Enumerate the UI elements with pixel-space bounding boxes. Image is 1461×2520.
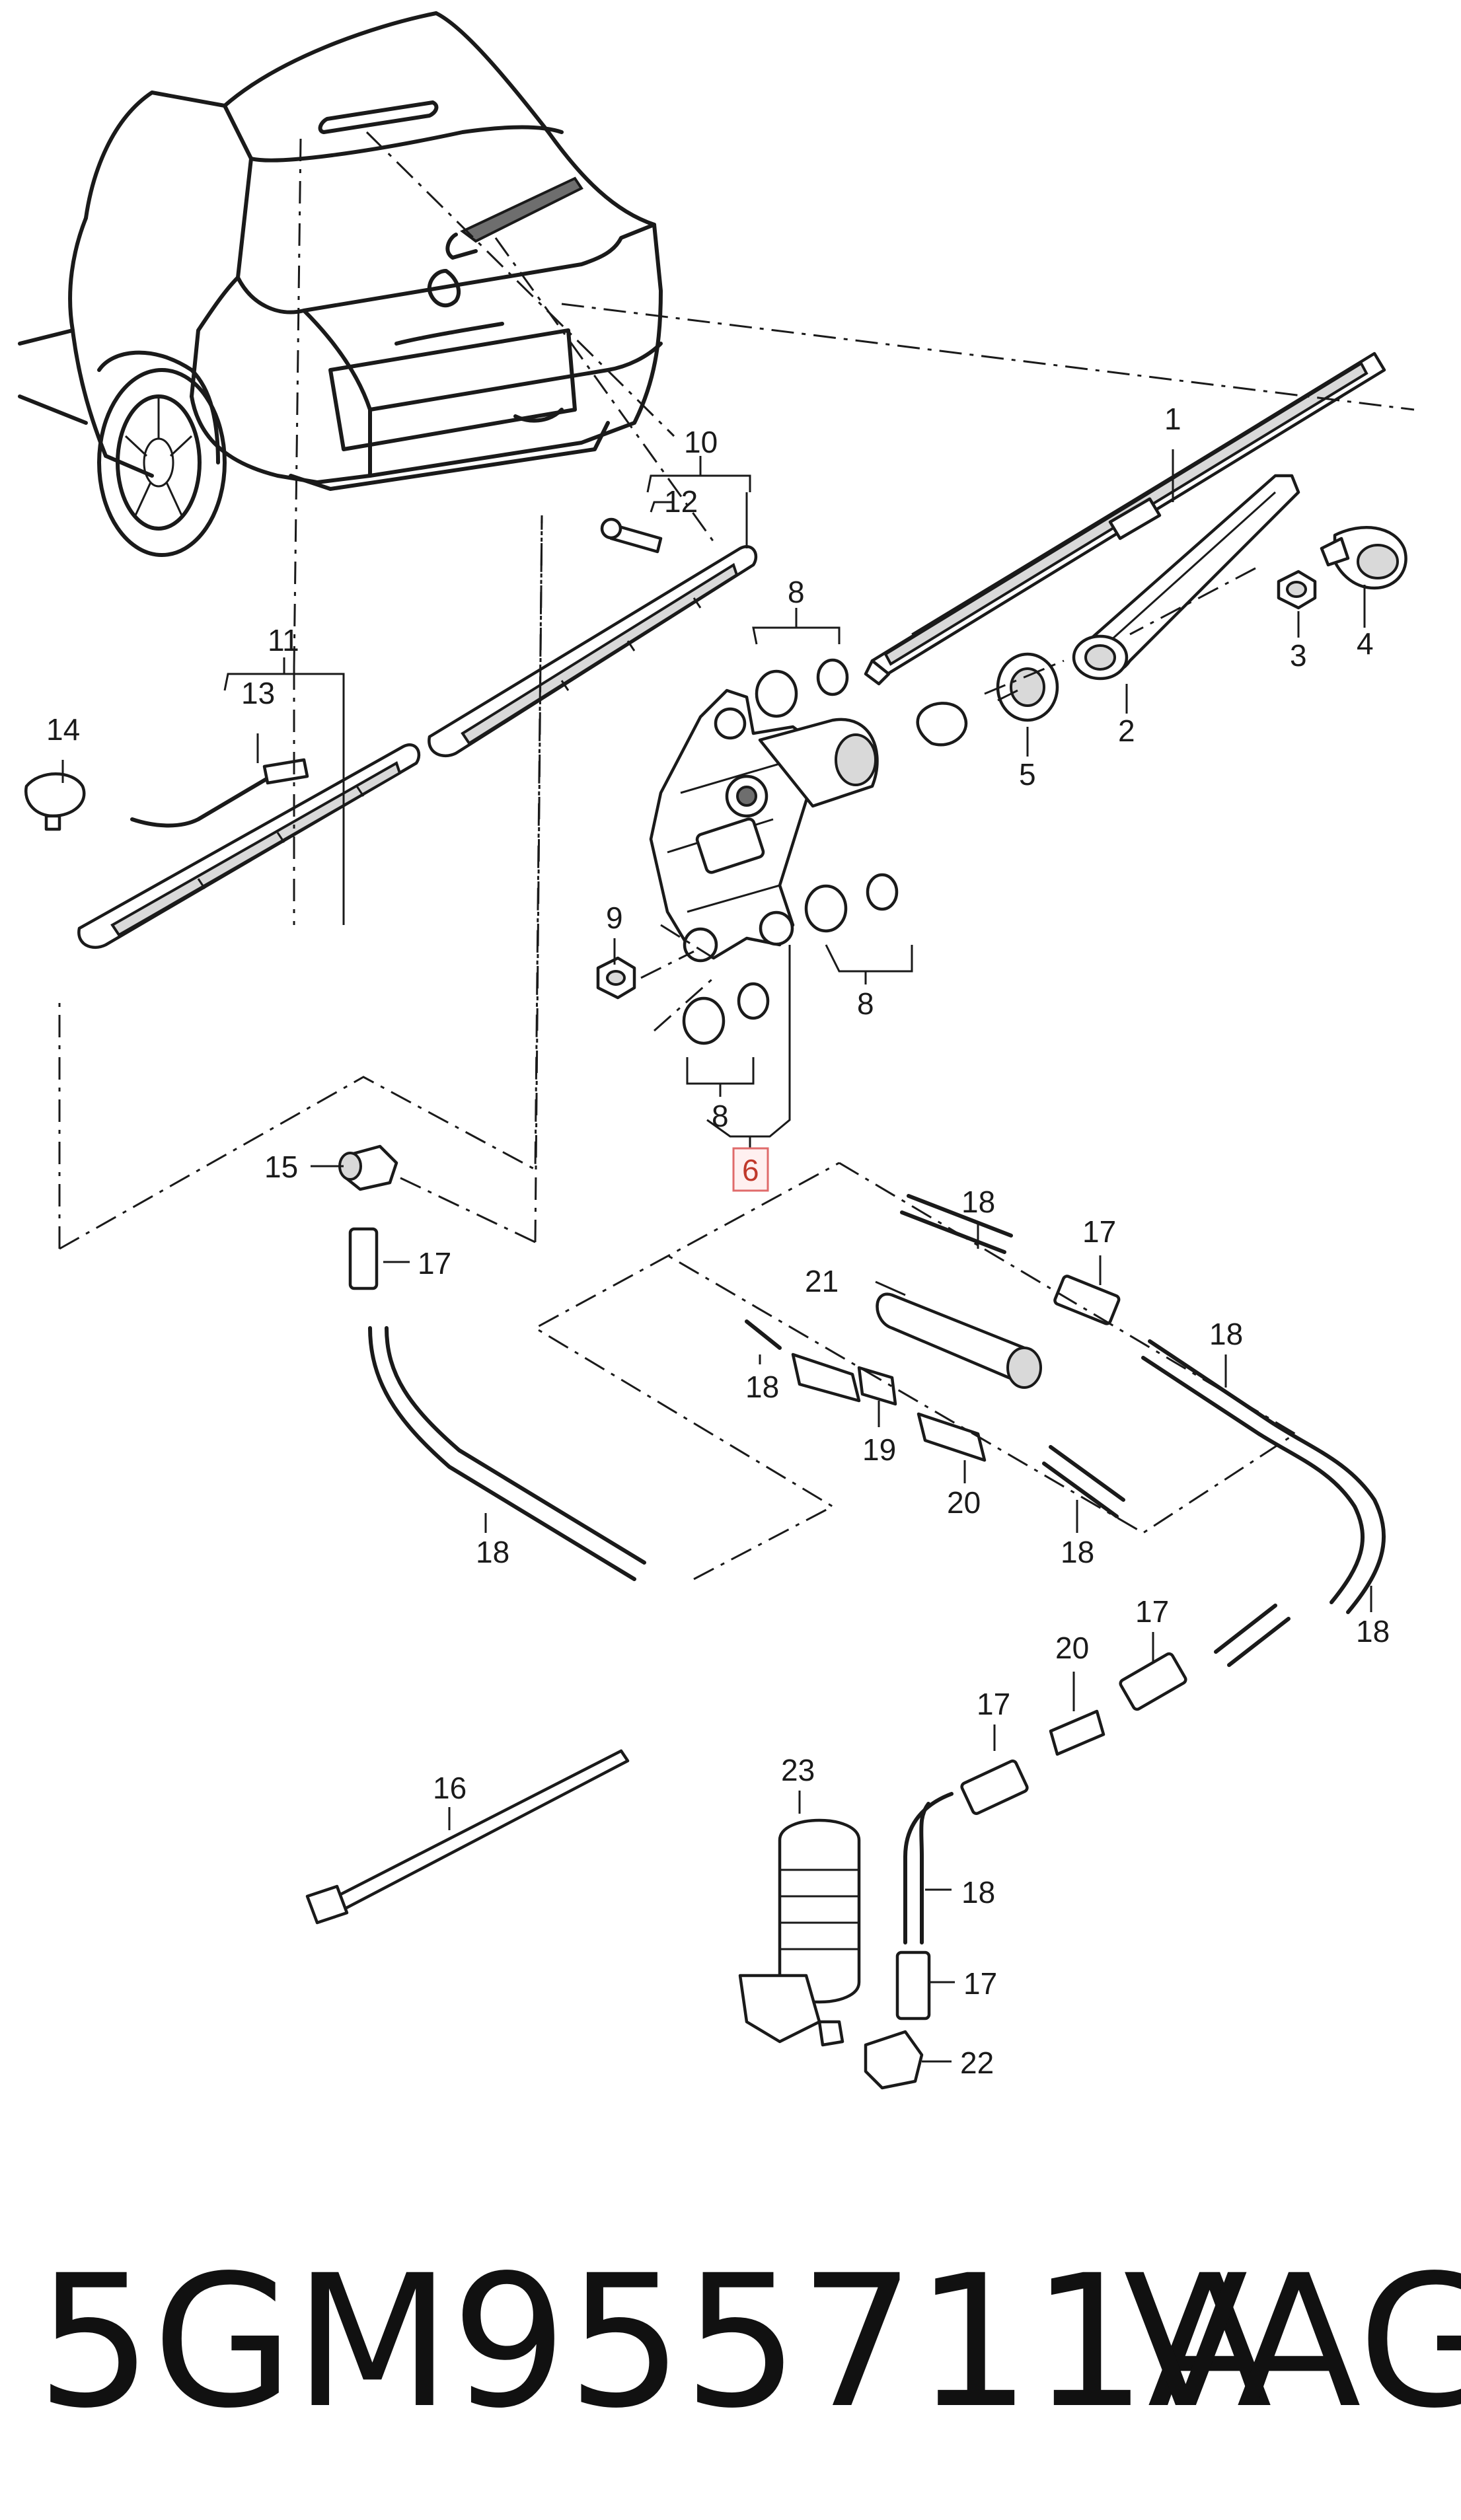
leader-lines	[61, 449, 1372, 2063]
callout-18-filter-bottom: 18	[1061, 1535, 1094, 1569]
callout-3: 3	[1290, 638, 1307, 673]
brake-light-part-10	[428, 545, 758, 758]
bulb-part-12	[600, 517, 663, 554]
connector-part-20a	[917, 1412, 987, 1462]
brake-light-part-11	[77, 743, 421, 949]
connector-part-15	[338, 1144, 398, 1191]
callout-21: 21	[805, 1264, 839, 1298]
callout-10: 10	[684, 425, 718, 459]
hose-assembly-lower	[864, 1604, 1291, 2090]
callout-11: 11	[268, 623, 299, 657]
callout-17-upper-right: 17	[1082, 1214, 1116, 1249]
washer-pump-part-23	[738, 1818, 861, 2047]
connector-part-19	[791, 1353, 897, 1406]
wiper-arm-part-2	[1072, 474, 1300, 681]
callout-20-filter: 20	[947, 1485, 981, 1520]
callout-18-vertical: 18	[961, 1875, 995, 1909]
callout-12: 12	[664, 484, 698, 519]
nut-part-3	[1277, 570, 1317, 610]
callout-2: 2	[1118, 714, 1135, 748]
car-rear-illustration	[18, 11, 663, 557]
callout-8-right: 8	[857, 986, 874, 1021]
callout-4: 4	[1357, 626, 1374, 661]
callout-8-top: 8	[788, 575, 805, 609]
cover-cap-part-4	[1320, 526, 1407, 590]
callout-17-bottom: 17	[963, 1966, 997, 2001]
callout-23: 23	[781, 1753, 815, 1787]
part-number: 5GM955711A	[36, 2237, 1273, 2449]
callout-15: 15	[264, 1150, 298, 1184]
callout-labels: 1 2 3 4 5 6 8 8 8 9 10 11 12 13 14 15 16…	[46, 402, 1390, 2080]
callout-8-bottom: 8	[712, 1099, 729, 1133]
callout-14: 14	[46, 712, 80, 747]
callout-22: 22	[960, 2046, 994, 2080]
rubber-mounts-part-8	[682, 658, 899, 1045]
highlight-box-6	[732, 1147, 769, 1192]
brand-name: VAG	[1123, 2237, 1461, 2449]
callout-1: 1	[1164, 402, 1181, 436]
callout-9: 9	[606, 901, 623, 935]
callout-18-right-upper: 18	[1209, 1317, 1243, 1351]
sensor-part-14	[24, 772, 86, 831]
filter-part-21	[876, 1292, 1042, 1389]
callout-19: 19	[862, 1432, 896, 1467]
callout-20-lower: 20	[1055, 1631, 1089, 1665]
hose-assembly-right	[745, 1194, 1386, 1614]
callout-17-lower: 17	[977, 1687, 1010, 1721]
hose-assembly-left	[348, 1227, 646, 1581]
callout-18-far-right: 18	[1356, 1614, 1390, 1649]
nut-part-9	[596, 956, 636, 1000]
callout-18-filter-left: 18	[745, 1370, 779, 1404]
callout-13: 13	[241, 676, 275, 710]
grommet-part-5	[916, 652, 1059, 747]
callout-18-top: 18	[961, 1185, 995, 1219]
callout-16: 16	[433, 1771, 467, 1805]
wiper-motor-part-6	[649, 688, 879, 963]
cable-tie-part-16	[305, 1749, 630, 1925]
callout-6: 6	[742, 1153, 759, 1187]
group-outlines	[58, 131, 1415, 1580]
wiring-part-13	[130, 758, 309, 828]
callout-17-left: 17	[418, 1246, 451, 1280]
callout-5: 5	[1019, 757, 1036, 792]
callout-18-left: 18	[476, 1535, 509, 1569]
callout-17-mid-right: 17	[1135, 1594, 1169, 1629]
wiper-blade-part-1	[864, 352, 1386, 686]
